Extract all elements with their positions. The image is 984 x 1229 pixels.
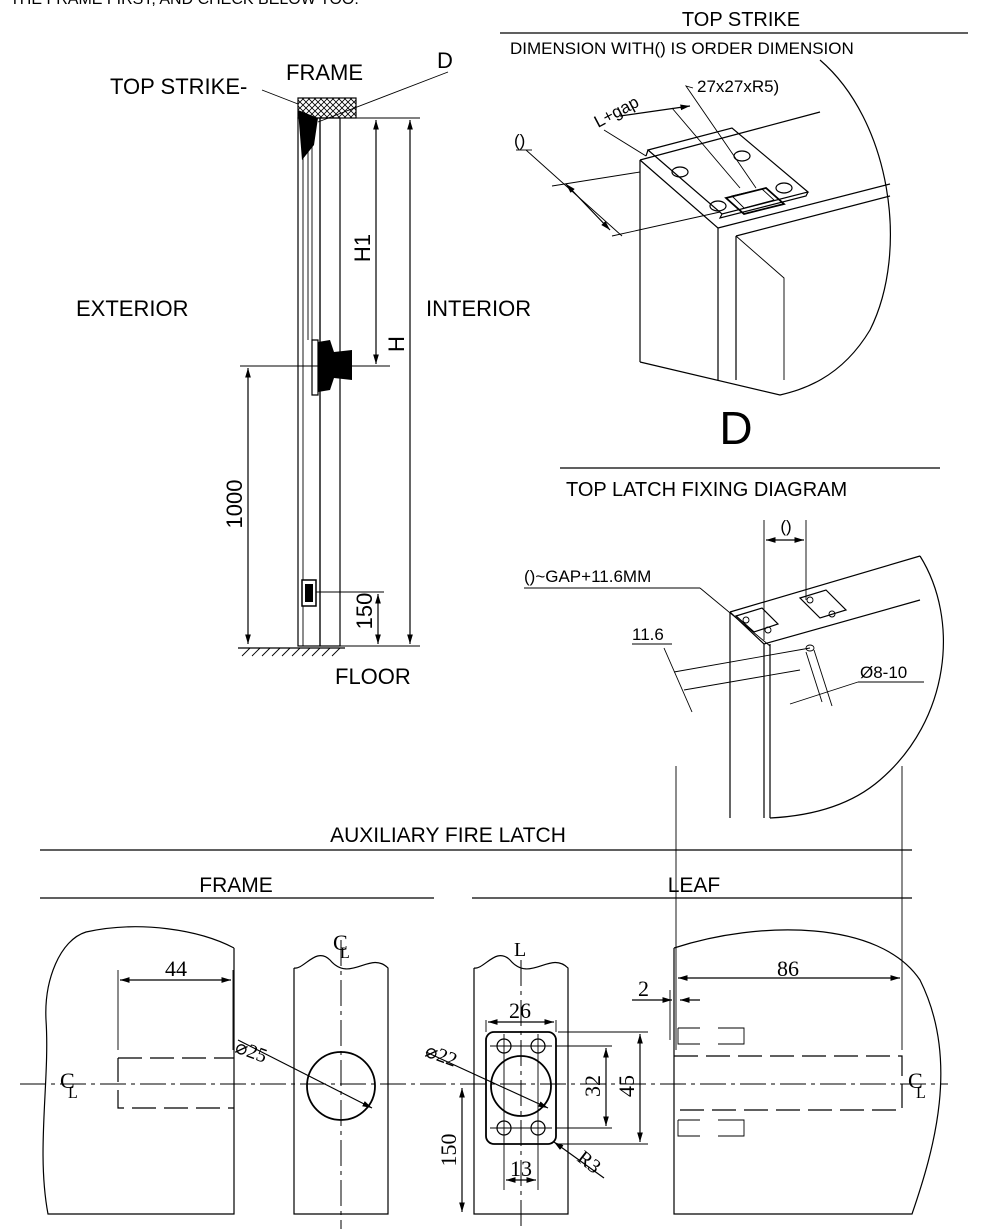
detail-d-letter: D [719,402,752,454]
frame-hole [306,1051,376,1121]
dim-45-label: 45 [614,1075,639,1097]
strike-plate [798,589,848,619]
frame-profile [42,926,235,1215]
frame-face [293,955,389,1215]
dim-44-label: 44 [165,956,187,981]
top-strike-title: TOP STRIKE [682,9,800,31]
dim-2-label: 2 [638,976,649,1001]
door-leaf-outer [297,117,321,647]
leaf-profile [673,929,942,1215]
cl-l-leaf-side: L [916,1085,926,1102]
latch-plate-outline [485,1031,557,1145]
floor-hatch [241,647,341,657]
gap-label: L+gap [591,92,642,131]
leaf-face [473,955,569,1215]
top-strike-label: TOP STRIKE- [110,74,247,99]
cl-c-face: C [333,930,348,955]
auxiliary-title: AUXILIARY FIRE LATCH [330,824,566,847]
screw-hole [671,166,689,178]
cl-l-face: L [340,945,350,962]
frame-label: FRAME [286,60,363,85]
dia-22-label: ⌀22 [422,1040,460,1072]
frame-strike-hidden [117,1057,234,1109]
drill-hole [805,644,815,652]
leaf-latch-hidden [674,1055,903,1111]
aux-dim-150-label: 150 [436,1134,461,1167]
screw-hole [775,182,793,194]
top-latch-title: TOP LATCH FIXING DIAGRAM [566,479,847,501]
auxiliary-fire-latch-section: AUXILIARY FIRE LATCH FRAME LEAF 44 C L ⌀… [20,766,948,1229]
exterior-label: EXTERIOR [76,296,188,321]
cl-l-leaf: L [514,939,526,961]
top-latch-detail: D TOP LATCH FIXING DIAGRAM () ()~GAP+11.… [524,402,944,819]
top-strike-leader [261,89,299,105]
radius-label: R3 [573,1147,605,1179]
cl-c-leaf: C [908,1068,923,1093]
screw-hole [709,200,727,212]
dia-25-label: ⌀25 [232,1036,270,1068]
top-latch [298,110,318,160]
latch-paren-label: () [780,517,791,536]
detail-d-callout: D [437,48,453,73]
h-label: H [384,336,409,352]
size-label: 27x27xR5) [697,77,779,96]
latch-plate [734,607,780,633]
floor-label: FLOOR [335,664,411,689]
detail-circle-outline [769,555,944,819]
h1-label: H1 [350,234,375,262]
frame-heading: FRAME [199,874,273,897]
order-dimension-note: DIMENSION WITH() IS ORDER DIMENSION [510,39,854,58]
side-section-view: TOP STRIKE- FRAME D EXTERIOR INTERIOR H1… [76,48,531,689]
dim-150-label: 150 [352,593,377,630]
paren-label: () [514,131,525,150]
detail-circle-outline [639,59,891,396]
dim-13-label: 13 [510,1156,532,1181]
gap-formula-label: ()~GAP+11.6MM [524,567,651,586]
dim-26-label: 26 [509,998,531,1023]
leaf-heading: LEAF [668,874,721,897]
strike-opening [724,187,786,215]
leaf-hole [490,1055,552,1117]
handle [318,340,352,392]
cl-c-frame: C [60,1068,75,1093]
hole-diameter-label: Ø8-10 [860,663,907,682]
dim-86-label: 86 [777,956,799,981]
dim-1000-label: 1000 [222,480,247,529]
interior-label: INTERIOR [426,296,531,321]
top-strike-detail: TOP STRIKE DIMENSION WITH() IS ORDER DIM… [500,9,968,396]
dim-11-6-label: 11.6 [632,625,664,644]
dim-32-label: 32 [580,1075,605,1097]
cl-l-frame: L [68,1085,78,1102]
cut-header-text: THE FRAME FIRST, AND CHECK BELOW TOO. [10,0,359,8]
